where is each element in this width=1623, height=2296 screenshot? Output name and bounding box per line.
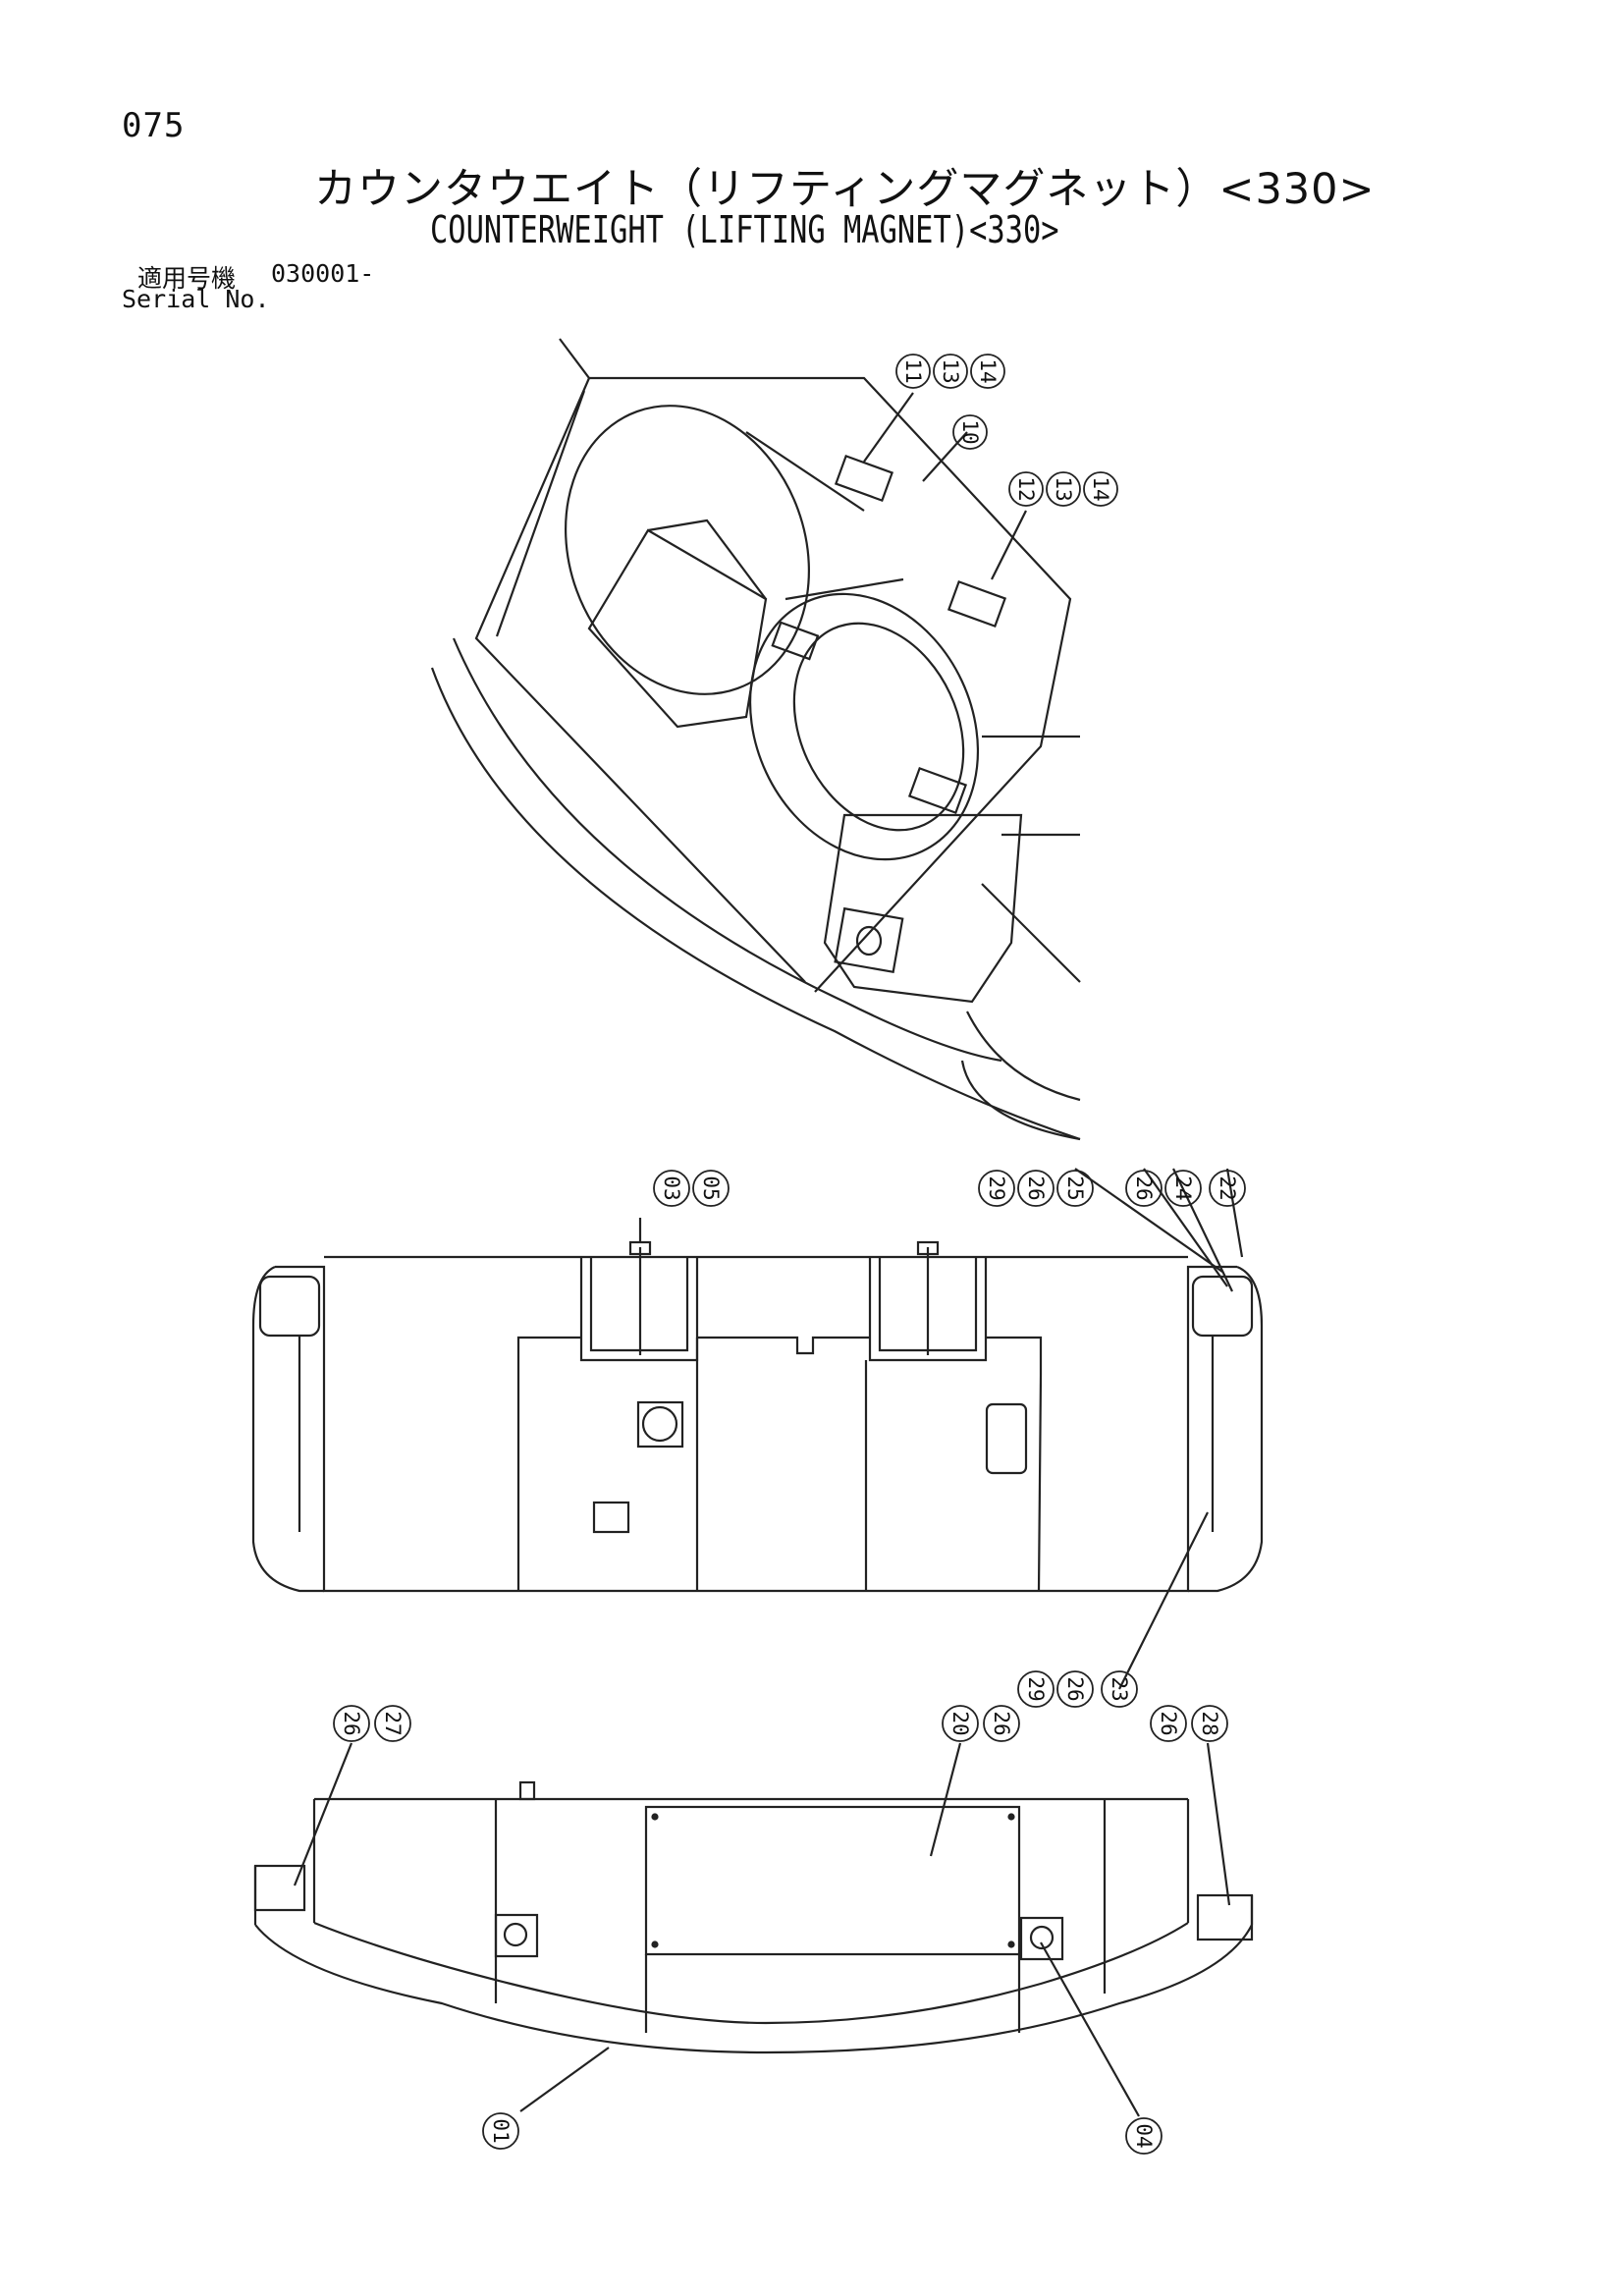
callout-number: 14 [976,358,1000,383]
callout-number: 20 [948,1711,972,1735]
callout-01: 01 [482,2112,519,2150]
callouts: 11 13 14 10 12 13 14 03 05 29 26 25 26 2… [333,354,1246,2155]
callout-03: 03 [653,1170,690,1207]
plan-view [251,1168,1264,1690]
callout-29: 29 [1017,1670,1055,1708]
callout-14: 14 [1083,471,1118,507]
serial-label-japanese: 適用号機 [137,264,237,293]
callout-number: 29 [985,1175,1008,1200]
callout-number: 14 [1089,476,1112,501]
callout-number: 13 [1052,476,1075,501]
callout-number: 04 [1132,2123,1156,2148]
page-number: 075 [122,106,186,145]
callout-number: 13 [939,358,962,383]
callout-number: 26 [340,1711,363,1735]
callout-27: 27 [374,1705,411,1742]
callout-number: 26 [1157,1711,1180,1735]
callout-10: 10 [952,414,988,450]
callout-12: 12 [1008,471,1044,507]
callout-28: 28 [1191,1705,1228,1742]
callout-26: 26 [1125,1170,1163,1207]
callout-14: 14 [970,354,1005,389]
callout-number: 10 [958,419,982,444]
callout-26: 26 [983,1705,1020,1742]
callout-25: 25 [1056,1170,1094,1207]
isometric-view [430,338,1081,1141]
callout-26: 26 [333,1705,370,1742]
callout-04: 04 [1125,2117,1163,2155]
callout-number: 26 [1024,1175,1048,1200]
title-english: COUNTERWEIGHT (LIFTING MAGNET)<330> [430,208,1059,251]
callout-26: 26 [1150,1705,1187,1742]
serial-number-value: 030001- [271,259,375,288]
callout-26: 26 [1056,1670,1094,1708]
title-japanese: カウンタウエイト（リフティングマグネット）<330> [314,165,1376,214]
callout-20: 20 [942,1705,979,1742]
callout-11: 11 [895,354,931,389]
callout-number: 11 [901,358,925,383]
callout-29: 29 [978,1170,1015,1207]
callout-22: 22 [1209,1170,1246,1207]
callout-13: 13 [933,354,968,389]
callout-number: 26 [990,1711,1013,1735]
callout-number: 22 [1216,1175,1239,1200]
callout-number: 01 [489,2118,513,2143]
callout-05: 05 [692,1170,730,1207]
callout-number: 05 [699,1175,723,1200]
callout-number: 29 [1024,1676,1048,1701]
callout-26: 26 [1017,1170,1055,1207]
callout-number: 26 [1063,1676,1087,1701]
serial-label-english: Serial No. [122,285,270,313]
callout-number: 28 [1198,1711,1221,1735]
callout-number: 27 [381,1711,405,1735]
callout-13: 13 [1046,471,1081,507]
callout-24: 24 [1164,1170,1202,1207]
callout-number: 24 [1171,1175,1195,1200]
callout-number: 23 [1108,1676,1131,1701]
callout-23: 23 [1101,1670,1138,1708]
callout-number: 25 [1063,1175,1087,1200]
callout-number: 26 [1132,1175,1156,1200]
callout-number: 03 [660,1175,683,1200]
callout-number: 12 [1014,476,1038,501]
rear-view [253,1742,1254,2117]
